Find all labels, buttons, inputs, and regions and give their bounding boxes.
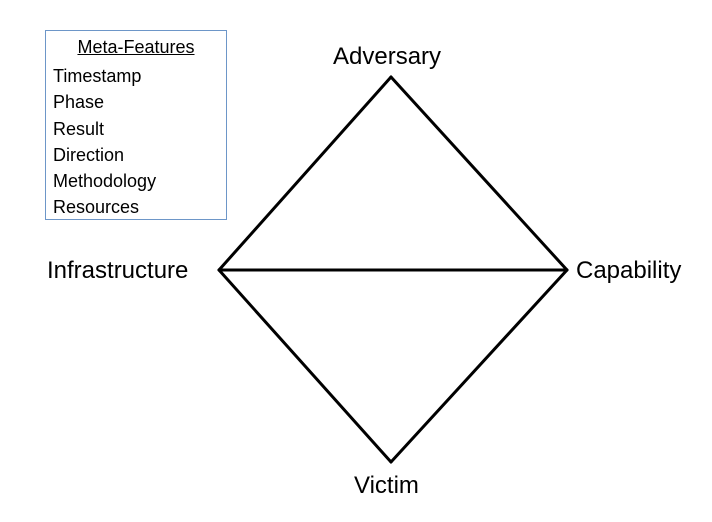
meta-feature-item: Timestamp <box>53 66 142 86</box>
meta-feature-item: Phase <box>53 92 105 113</box>
node-label-capability: Capability <box>576 257 682 284</box>
edge-adversary-infrastructure <box>217 75 393 272</box>
meta-features-list: Timestamp Phase Result Direction Methodo… <box>53 63 156 221</box>
meta-feature-item: Resources <box>53 197 140 218</box>
meta-feature-item: Methodology <box>53 171 157 192</box>
edge-capability-victim <box>389 268 569 464</box>
meta-feature-item: Result <box>53 118 105 139</box>
node-label-infrastructure: Infrastructure <box>47 257 189 284</box>
edge-infrastructure-victim <box>217 268 393 464</box>
node-label-victim: Victim <box>354 472 419 499</box>
edge-adversary-capability <box>389 75 569 272</box>
node-label-adversary: Adversary <box>333 43 442 70</box>
meta-features-box: Meta-Features Timestamp Phase Result Dir… <box>45 30 227 220</box>
meta-features-title: Meta-Features <box>77 37 195 57</box>
meta-feature-item: Direction <box>53 144 125 165</box>
